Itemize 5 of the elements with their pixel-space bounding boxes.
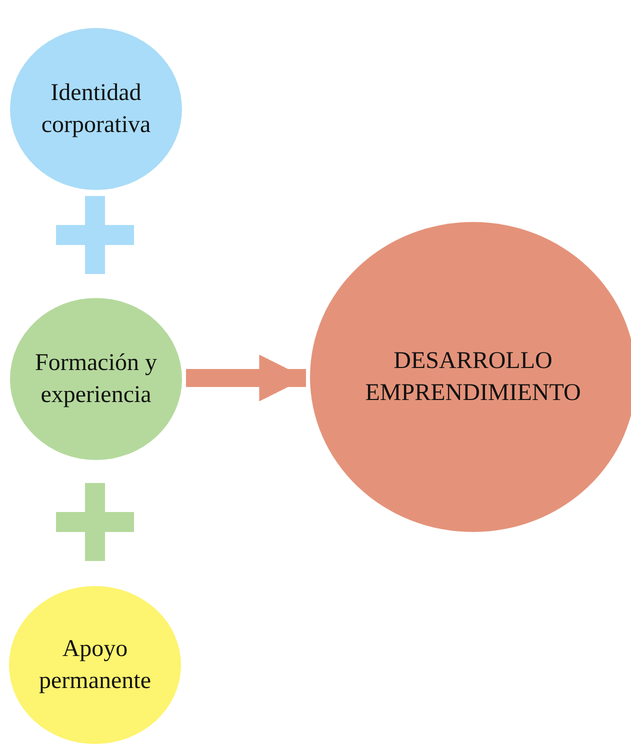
node-text: DESARROLLO EMPRENDIMIENTO xyxy=(364,346,582,408)
arrow xyxy=(186,354,306,402)
node-text: Formación y experiencia xyxy=(34,348,158,410)
node-text: Apoyo permanente xyxy=(38,634,152,696)
node-text: Identidad corporativa xyxy=(40,78,152,140)
